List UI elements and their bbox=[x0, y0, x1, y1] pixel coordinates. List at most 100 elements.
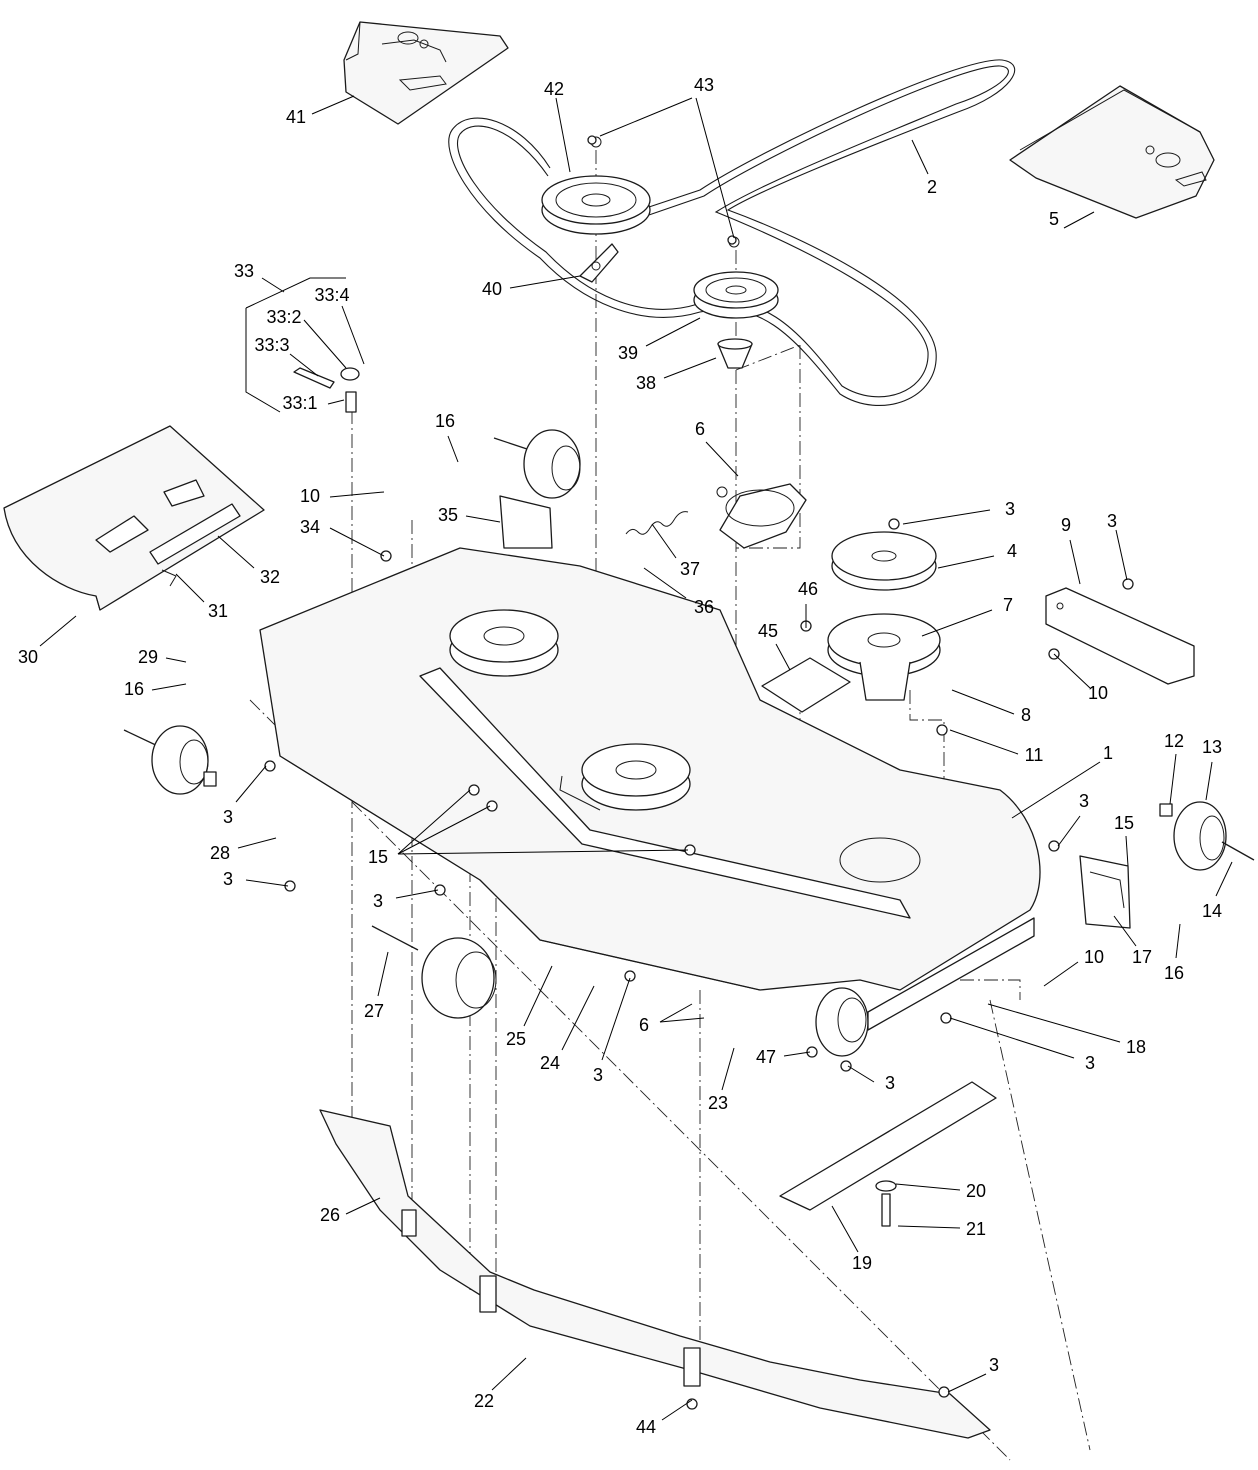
callout-label: 3 bbox=[223, 807, 233, 827]
callout-20: 20 bbox=[895, 1181, 986, 1201]
callout-6: 6 bbox=[695, 419, 739, 477]
spring-37 bbox=[625, 511, 689, 535]
callout-leader-line bbox=[509, 275, 581, 289]
callout-label: 39 bbox=[618, 343, 638, 363]
callout-leader-line bbox=[237, 837, 277, 849]
callout-6: 6 bbox=[639, 1003, 693, 1035]
callout-label: 10 bbox=[1084, 947, 1104, 967]
callout-2: 2 bbox=[911, 139, 937, 197]
callout-leader-line bbox=[1175, 923, 1181, 959]
left-belt-cover bbox=[343, 21, 509, 125]
callout-leader-line bbox=[937, 555, 995, 569]
hardware-fasteners bbox=[264, 135, 1134, 1410]
callout-label: 33:3 bbox=[254, 335, 289, 355]
callout-leader-line bbox=[1169, 753, 1177, 805]
callout-leader-line bbox=[831, 1205, 859, 1253]
callout-leader-line bbox=[1215, 861, 1233, 897]
callout-leader-line bbox=[902, 509, 991, 525]
idler-pulley-39 bbox=[693, 236, 779, 319]
callout-12: 12 bbox=[1164, 731, 1184, 805]
callout-label: 16 bbox=[1164, 963, 1184, 983]
callout-label: 7 bbox=[1003, 595, 1013, 615]
callout-28: 28 bbox=[210, 837, 277, 863]
callout-label: 43 bbox=[694, 75, 714, 95]
callout-leader-line bbox=[895, 1183, 961, 1191]
callout-leader-line bbox=[921, 609, 993, 637]
callout-label: 44 bbox=[636, 1417, 656, 1437]
callout-label: 29 bbox=[138, 647, 158, 667]
callout-leader-line bbox=[151, 683, 187, 691]
callout-leader-line bbox=[601, 977, 631, 1061]
callout-15: 15 bbox=[368, 789, 471, 867]
callout-16: 16 bbox=[124, 679, 187, 699]
callout-22: 22 bbox=[474, 1357, 527, 1411]
callout-25: 25 bbox=[506, 965, 553, 1049]
callout-label: 3 bbox=[223, 869, 233, 889]
idler-bracket-6 bbox=[716, 483, 807, 549]
callout-leader-line bbox=[345, 1197, 381, 1215]
callout-7: 7 bbox=[921, 595, 1013, 637]
discharge-chute-30 bbox=[3, 425, 265, 611]
callout-label: 24 bbox=[540, 1053, 560, 1073]
callout-label: 11 bbox=[1025, 745, 1044, 765]
callout-30: 30 bbox=[18, 615, 77, 667]
spindle-pulley-4 bbox=[831, 531, 937, 591]
callout-leader-line bbox=[1011, 761, 1101, 819]
callout-leader-line bbox=[987, 1003, 1121, 1043]
callout-leader-line bbox=[643, 567, 687, 599]
callout-3: 3 bbox=[223, 765, 267, 827]
callout-leader-line bbox=[705, 441, 739, 477]
gauge-wheel-top bbox=[493, 429, 581, 549]
callout-33-2: 33:2 bbox=[266, 307, 347, 369]
callout-16: 16 bbox=[435, 411, 459, 463]
callout-label: 15 bbox=[368, 847, 388, 867]
callout-label: 38 bbox=[636, 373, 656, 393]
callout-10: 10 bbox=[1053, 653, 1108, 703]
callout-label: 3 bbox=[1079, 791, 1089, 811]
callout-3: 3 bbox=[947, 1355, 999, 1393]
callout-leader-line bbox=[949, 1017, 1075, 1059]
idler-arm-40 bbox=[579, 243, 619, 283]
callout-14: 14 bbox=[1202, 861, 1233, 921]
callout-3: 3 bbox=[847, 1065, 895, 1093]
callout-31: 31 bbox=[175, 573, 228, 621]
callout-36: 36 bbox=[643, 567, 714, 617]
callout-40: 40 bbox=[482, 275, 581, 299]
callout-label: 14 bbox=[1202, 901, 1222, 921]
callout-13: 13 bbox=[1202, 737, 1222, 801]
callout-leader-line bbox=[783, 1051, 811, 1057]
callout-label: 15 bbox=[1114, 813, 1134, 833]
callout-11: 11 bbox=[949, 729, 1044, 765]
bumper-22 bbox=[319, 1109, 991, 1439]
callout-label: 3 bbox=[885, 1073, 895, 1093]
callout-label: 31 bbox=[208, 601, 228, 621]
callout-leader-line bbox=[1057, 815, 1081, 847]
callout-leader-line bbox=[721, 1047, 735, 1091]
callout-29: 29 bbox=[138, 647, 187, 667]
callout-label: 19 bbox=[852, 1253, 872, 1273]
callout-leader-line bbox=[1053, 653, 1091, 689]
callout-label: 26 bbox=[320, 1205, 340, 1225]
deck-spindle-pulley-center bbox=[581, 743, 691, 811]
callout-leader-line bbox=[847, 1065, 875, 1083]
callout-label: 6 bbox=[695, 419, 705, 439]
callout-label: 23 bbox=[708, 1093, 728, 1113]
callout-label: 4 bbox=[1007, 541, 1017, 561]
callout-label: 3 bbox=[373, 891, 383, 911]
pad-45 bbox=[761, 657, 851, 713]
callout-label: 45 bbox=[758, 621, 778, 641]
callout-leader-line bbox=[175, 573, 205, 603]
callout-label: 16 bbox=[435, 411, 455, 431]
drive-belt bbox=[448, 59, 1016, 407]
callout-43: 43 bbox=[599, 75, 714, 137]
callout-3: 3 bbox=[223, 869, 289, 889]
callout-label: 30 bbox=[18, 647, 38, 667]
callout-24: 24 bbox=[540, 985, 595, 1073]
callout-leader-line bbox=[661, 1399, 693, 1421]
callout-9: 9 bbox=[1061, 515, 1081, 585]
callout-leader-line bbox=[949, 729, 1019, 755]
callout-46: 46 bbox=[798, 579, 818, 628]
callout-35: 35 bbox=[438, 505, 501, 525]
callout-15: 15 bbox=[1114, 813, 1134, 867]
